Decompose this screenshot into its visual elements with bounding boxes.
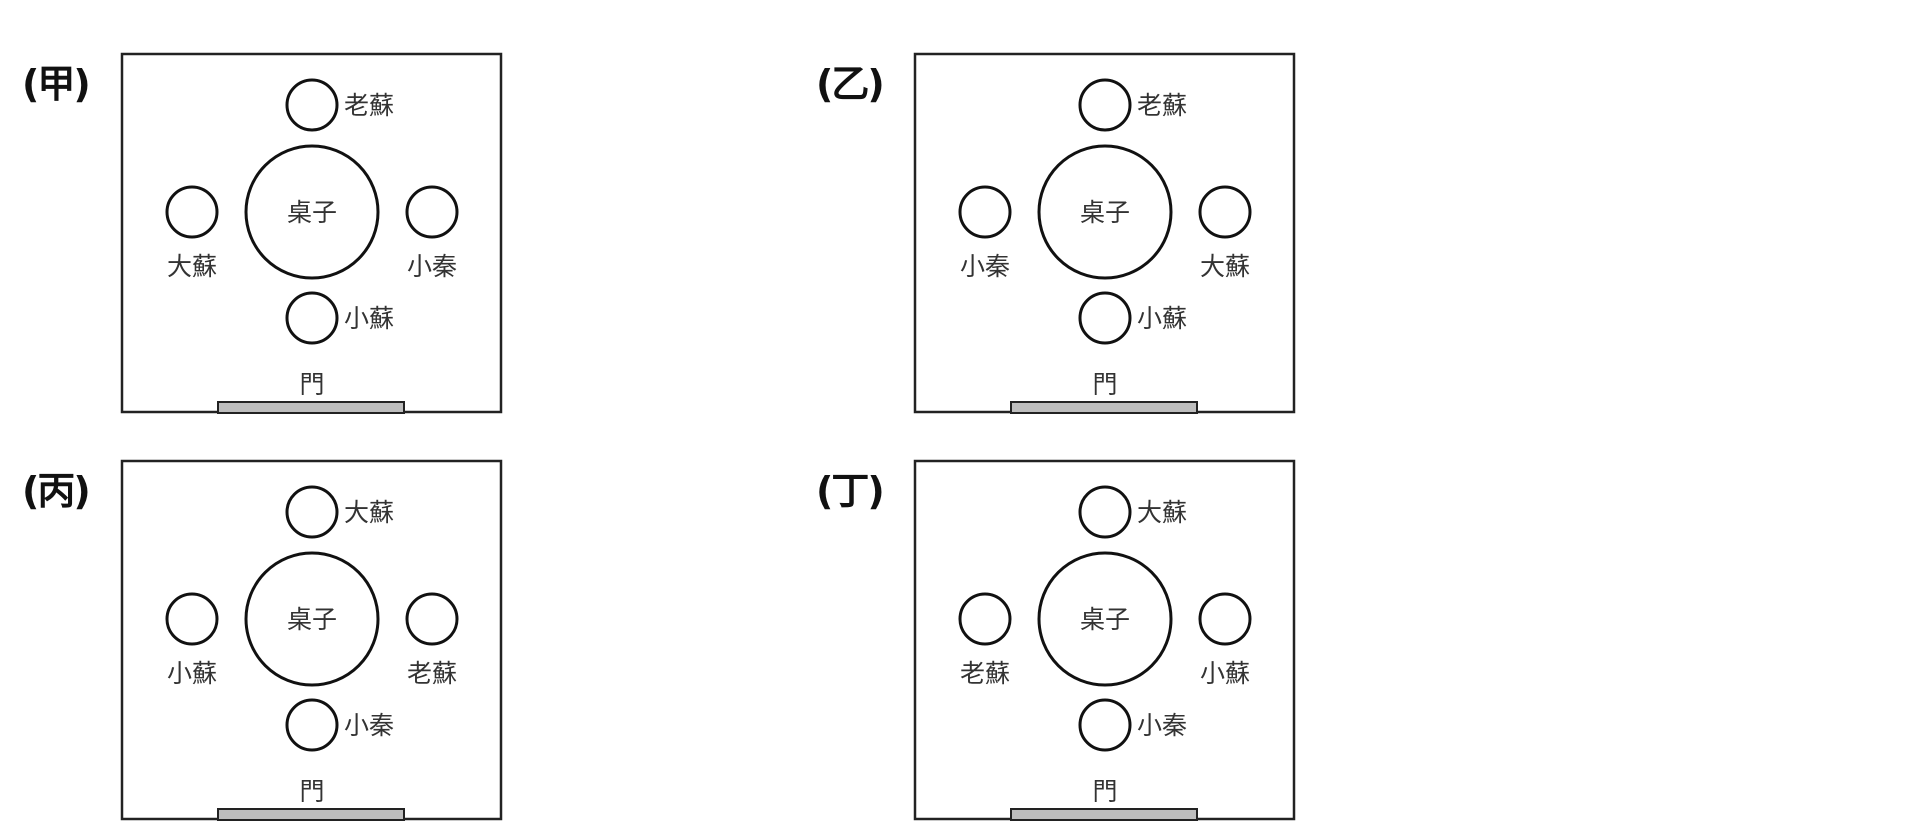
- seat-bottom: [1078, 291, 1132, 345]
- seat-bottom-label: 小秦: [1137, 711, 1187, 740]
- seating-diagram: 桌子 老蘇 小秦 大蘇 小蘇 門: [913, 52, 1296, 414]
- option-label: (丙): [22, 469, 91, 513]
- seat-left: [165, 185, 219, 239]
- seat-bottom-label: 小蘇: [344, 304, 394, 333]
- door: [1010, 808, 1198, 821]
- seat-top: [1078, 78, 1132, 132]
- door: [217, 808, 405, 821]
- seating-diagram: 桌子 大蘇 老蘇 小蘇 小秦 門: [913, 459, 1296, 821]
- seat-top-label: 老蘇: [344, 91, 394, 120]
- seat-top-label: 老蘇: [1137, 91, 1187, 120]
- table-circle: [1037, 551, 1173, 687]
- seat-top: [285, 485, 339, 539]
- option-label: (甲): [22, 62, 91, 106]
- door-label: 門: [299, 777, 324, 806]
- table-label: 桌子: [1080, 198, 1130, 227]
- seat-right: [1198, 592, 1252, 646]
- seat-right: [405, 592, 459, 646]
- door-label: 門: [299, 370, 324, 399]
- seating-diagram: 桌子 老蘇 大蘇 小秦 小蘇 門: [120, 52, 503, 414]
- seat-bottom: [1078, 698, 1132, 752]
- seat-left: [958, 185, 1012, 239]
- seating-diagram: 桌子 大蘇 小蘇 老蘇 小秦 門: [120, 459, 503, 821]
- option-label: (乙): [816, 62, 885, 106]
- seat-right-label: 大蘇: [1200, 252, 1250, 281]
- table-circle: [244, 144, 380, 280]
- seat-bottom-label: 小蘇: [1137, 304, 1187, 333]
- seat-bottom: [285, 291, 339, 345]
- table-circle: [244, 551, 380, 687]
- seat-left-label: 小蘇: [167, 659, 217, 688]
- door: [217, 401, 405, 414]
- table-circle: [1037, 144, 1173, 280]
- seat-bottom: [285, 698, 339, 752]
- seat-left-label: 老蘇: [960, 659, 1010, 688]
- seat-top-label: 大蘇: [1137, 498, 1187, 527]
- seat-right: [1198, 185, 1252, 239]
- seat-right-label: 老蘇: [407, 659, 457, 688]
- seat-left-label: 大蘇: [167, 252, 217, 281]
- door-label: 門: [1092, 370, 1117, 399]
- table-label: 桌子: [287, 198, 337, 227]
- seat-top: [1078, 485, 1132, 539]
- seat-left: [958, 592, 1012, 646]
- door: [1010, 401, 1198, 414]
- table-label: 桌子: [1080, 605, 1130, 634]
- seat-right-label: 小蘇: [1200, 659, 1250, 688]
- seat-bottom-label: 小秦: [344, 711, 394, 740]
- seat-left: [165, 592, 219, 646]
- seat-top-label: 大蘇: [344, 498, 394, 527]
- option-label: (丁): [816, 469, 885, 513]
- seat-right-label: 小秦: [407, 252, 457, 281]
- seat-right: [405, 185, 459, 239]
- seat-top: [285, 78, 339, 132]
- seat-left-label: 小秦: [960, 252, 1010, 281]
- door-label: 門: [1092, 777, 1117, 806]
- table-label: 桌子: [287, 605, 337, 634]
